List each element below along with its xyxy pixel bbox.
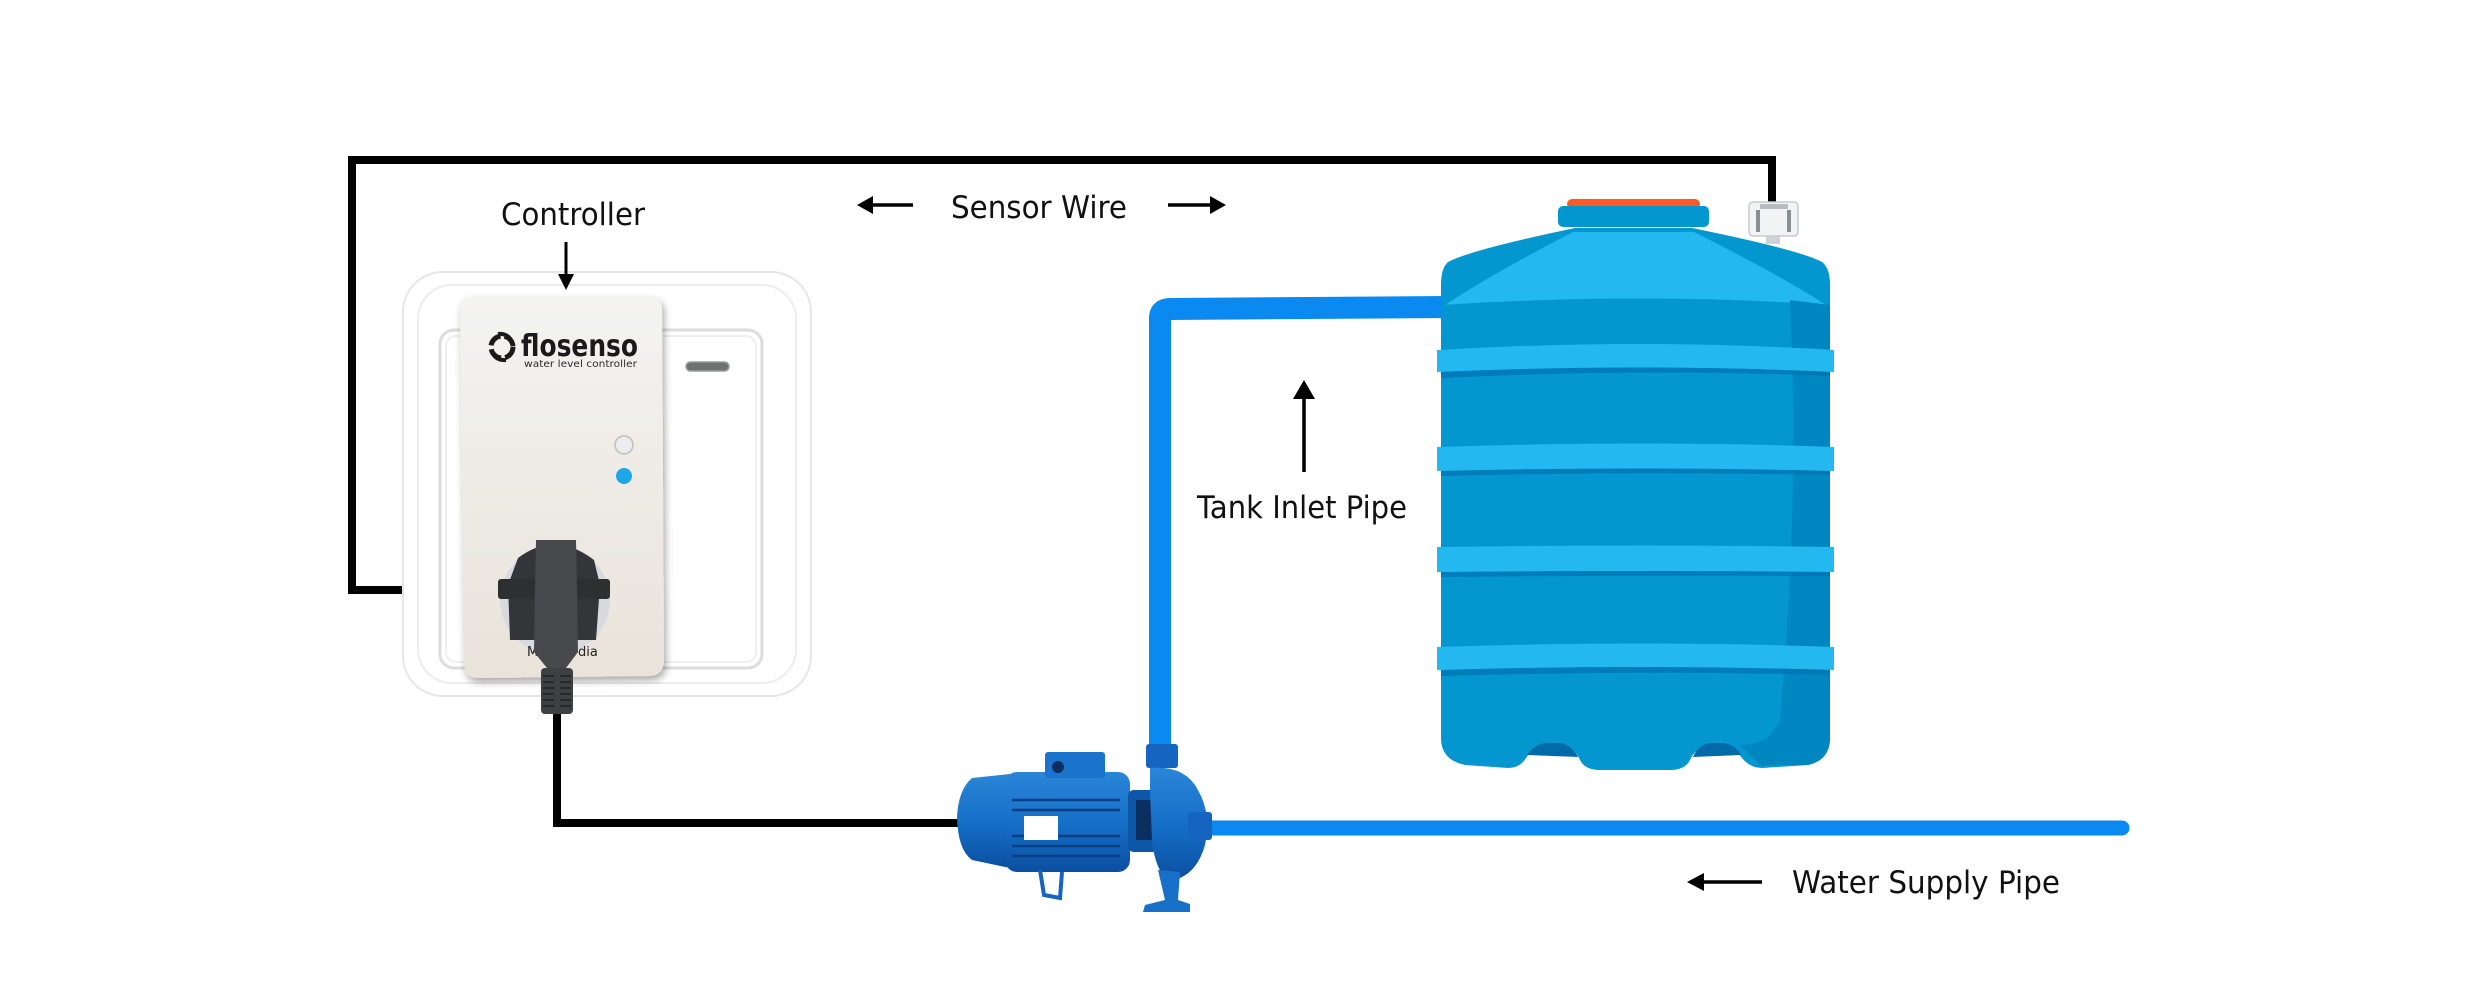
sensor-wire bbox=[348, 156, 1776, 594]
controller-tagline: water level controller bbox=[524, 359, 638, 370]
plug-icon bbox=[498, 540, 610, 714]
pump-nameplate bbox=[1024, 816, 1058, 840]
level-sensor-icon bbox=[1748, 201, 1799, 244]
sensor-wire-arrow-left-icon bbox=[857, 196, 913, 214]
pump-icon bbox=[957, 744, 1212, 912]
tank-inlet-pipe-label: Tank Inlet Pipe bbox=[1196, 490, 1407, 526]
tank-inlet-pipe bbox=[1149, 296, 1459, 759]
sensor-wire-label: Sensor Wire bbox=[951, 190, 1127, 226]
switch-indicator bbox=[685, 361, 730, 372]
water-supply-arrow-left-icon bbox=[1687, 873, 1762, 891]
controller-label: Controller bbox=[501, 197, 645, 233]
flosenso-logo-icon bbox=[488, 331, 516, 363]
water-tank bbox=[1437, 199, 1834, 770]
controller-arrow-down-icon bbox=[558, 242, 574, 290]
tank-bands bbox=[1437, 344, 1834, 670]
controller-device: flosenso water level controller M dia bbox=[460, 297, 664, 714]
power-wire bbox=[553, 712, 972, 827]
sensor-wire-arrow-right-icon bbox=[1168, 196, 1226, 214]
status-led bbox=[616, 468, 632, 484]
water-supply-pipe-label: Water Supply Pipe bbox=[1792, 865, 2060, 901]
white-button bbox=[614, 435, 634, 455]
controller-brand: flosenso bbox=[521, 329, 638, 364]
tank-inlet-arrow-up-icon bbox=[1293, 380, 1315, 472]
made-in-right: dia bbox=[578, 645, 598, 660]
made-in-left: M bbox=[527, 645, 538, 660]
